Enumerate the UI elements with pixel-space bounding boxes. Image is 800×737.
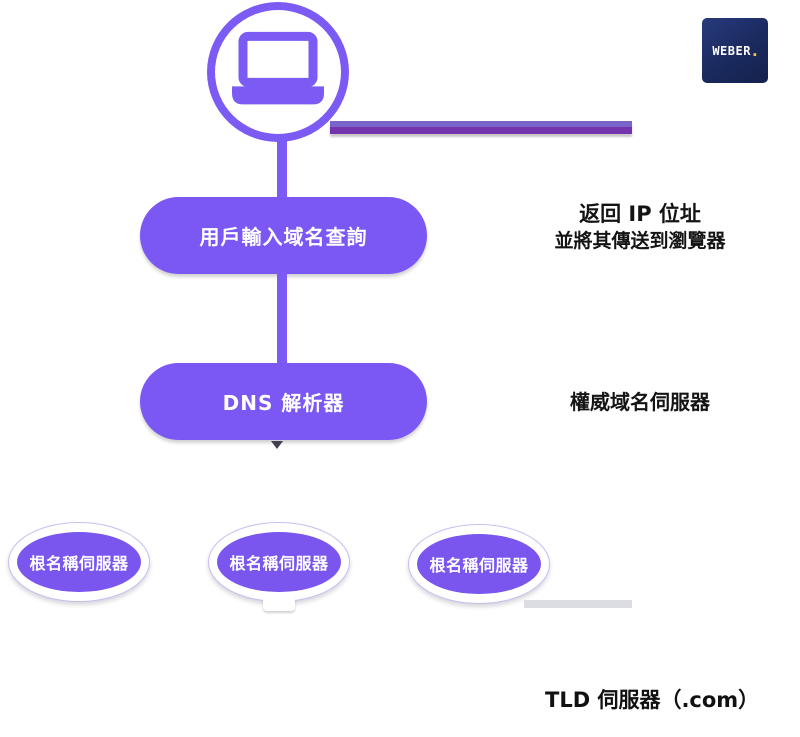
root-server-ellipse: 根名稱伺服器 [208,522,350,602]
dns-resolver-label: DNS 解析器 [222,391,345,415]
dns-resolver-node: DNS 解析器 [140,363,427,440]
root-server-label: 根名稱伺服器 [17,532,141,592]
return-ip-line2: 並將其傳送到瀏覽器 [554,229,726,252]
connector-device-to-query [277,138,287,200]
arrow-down-icon [271,441,283,449]
user-query-node: 用戶輸入域名查詢 [140,197,427,274]
faded-connector-line [524,600,632,608]
connector-stub [263,596,295,611]
return-ip-line1: 返回 IP 位址 [579,202,701,226]
user-device-badge [207,2,349,142]
authoritative-server-label: 權威域名伺服器 [570,390,710,414]
root-server-ellipse: 根名稱伺服器 [408,524,550,604]
user-query-label: 用戶輸入域名查詢 [199,225,368,249]
logo-text: WEBER [712,43,751,58]
return-ip-annotation: 返回 IP 位址 並將其傳送到瀏覽器 [519,202,761,253]
weber-logo: WEBER . [702,18,768,83]
root-server-label: 根名稱伺服器 [217,532,341,592]
horizontal-flow-line [330,121,632,134]
root-server-label: 根名稱伺服器 [417,534,541,594]
laptop-icon [230,30,326,110]
connector-query-to-resolver [277,271,287,365]
tld-server-label: TLD 伺服器（.com） [545,688,760,712]
root-server-ellipse: 根名稱伺服器 [8,522,150,602]
